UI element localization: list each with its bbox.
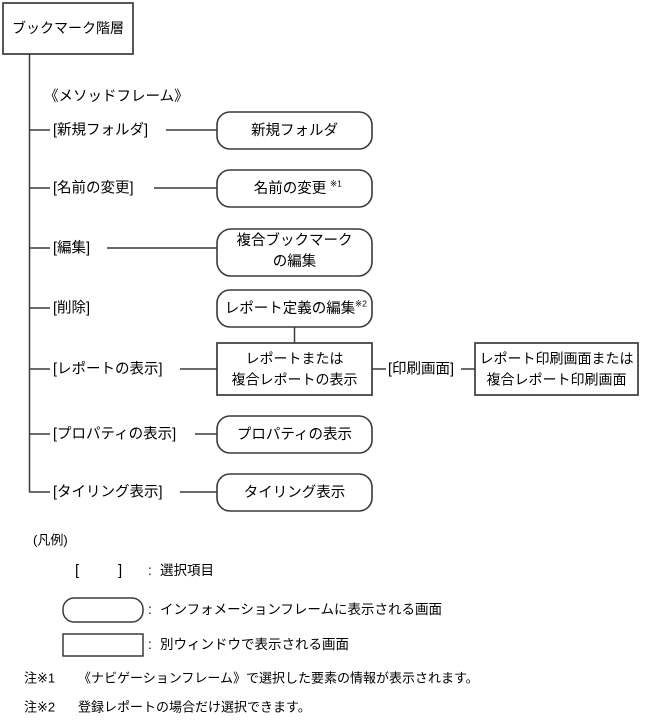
node-print-screen-label-line2: 複合レポート印刷画面 [487, 372, 627, 388]
node-show-report-label-line1: レポートまたは [246, 351, 344, 367]
legend-separator-information-frame: : [148, 602, 152, 617]
node-report-definition-label: レポート定義の編集 [225, 300, 356, 317]
print-branch: [印刷画面] レポート印刷画面または 複合レポート印刷画面 [372, 342, 639, 396]
root-node: ブックマーク階層 [2, 2, 134, 55]
menu-item-tiling-display[interactable]: [タイリング表示] [53, 483, 163, 500]
node-show-properties-label: プロパティの表示 [237, 426, 352, 443]
node-show-report-box[interactable] [216, 342, 373, 396]
legend-bracket-open-icon: [ [75, 562, 80, 579]
row-edit: [編集] 複合ブックマーク の編集 [29, 228, 373, 277]
node-print-screen-box[interactable] [474, 342, 639, 396]
note-2-marker: 注※2 [24, 699, 55, 714]
legend-separator-separate-window: : [148, 637, 152, 652]
node-new-folder-box[interactable] [216, 111, 373, 150]
menu-item-edit[interactable]: [編集] [53, 239, 90, 256]
menu-item-new-folder[interactable]: [新規フォルダ] [53, 121, 148, 138]
legend-item-information-frame: : インフォメーションフレームに表示される画面 [62, 597, 442, 623]
node-print-screen-label-line1: レポート印刷画面または [480, 351, 634, 367]
legend-rounded-rect-icon [62, 597, 144, 623]
row-show-report: [レポートの表示] レポートまたは 複合レポートの表示 [29, 342, 373, 396]
node-report-definition-superscript: ※2 [355, 298, 367, 308]
legend-description-selection: 選択項目 [160, 563, 214, 578]
legend-description-information-frame: インフォメーションフレームに表示される画面 [160, 602, 442, 617]
note-1: 注※1 《ナビゲーションフレーム》で選択した要素の情報が表示されます。 [24, 670, 479, 685]
legend-item-separate-window: : 別ウィンドウで表示される画面 [62, 633, 349, 657]
method-frame-label: 《メソッドフレーム》 [44, 88, 189, 105]
node-edit-label-line2: の編集 [273, 253, 317, 270]
node-rename-superscript: ※1 [330, 178, 342, 188]
menu-item-rename[interactable]: [名前の変更] [53, 179, 134, 196]
legend-bracket-close-icon: ] [118, 562, 122, 579]
legend-separator-selection: : [148, 563, 152, 578]
row-show-properties: [プロパティの表示] プロパティの表示 [29, 415, 373, 454]
row-tiling-display: [タイリング表示] タイリング表示 [29, 473, 373, 512]
legend-heading: (凡例) [33, 532, 68, 547]
node-edit-label-line1: 複合ブックマーク [237, 231, 353, 249]
menu-item-show-properties[interactable]: [プロパティの表示] [53, 425, 176, 442]
row-rename: [名前の変更] 名前の変更 ※1 [29, 169, 373, 208]
node-new-folder-label: 新規フォルダ [251, 122, 338, 139]
node-rename-label: 名前の変更 [254, 180, 327, 197]
node-show-properties-box[interactable] [216, 415, 373, 454]
node-show-report-label-line2: 複合レポートの表示 [232, 372, 358, 388]
note-2-text: 登録レポートの場合だけ選択できます。 [78, 699, 311, 714]
menu-item-print-screen[interactable]: [印刷画面] [388, 360, 454, 377]
legend-description-separate-window: 別ウィンドウで表示される画面 [160, 637, 349, 652]
row-delete: [削除] レポート定義の編集 ※2 [29, 289, 373, 343]
root-node-label: ブックマーク階層 [12, 20, 124, 36]
node-edit-box[interactable] [216, 228, 373, 277]
note-1-marker: 注※1 [24, 670, 55, 685]
node-rename-box[interactable] [216, 169, 373, 208]
node-tiling-display-label: タイリング表示 [244, 484, 346, 501]
row-new-folder: [新規フォルダ] 新規フォルダ [29, 111, 373, 150]
legend-item-selection: [ ] : 選択項目 [75, 562, 214, 579]
legend-rect-icon [62, 633, 144, 657]
legend: (凡例) [ ] : 選択項目 : インフォメーションフレームに表示される画面 … [33, 532, 442, 657]
note-2: 注※2 登録レポートの場合だけ選択できます。 [24, 699, 311, 714]
menu-item-delete[interactable]: [削除] [53, 299, 90, 316]
node-tiling-display-box[interactable] [216, 473, 373, 512]
notes: 注※1 《ナビゲーションフレーム》で選択した要素の情報が表示されます。 注※2 … [24, 670, 479, 714]
root-node-box [2, 2, 134, 55]
note-1-text: 《ナビゲーションフレーム》で選択した要素の情報が表示されます。 [78, 670, 479, 685]
menu-item-show-report[interactable]: [レポートの表示] [53, 360, 163, 377]
